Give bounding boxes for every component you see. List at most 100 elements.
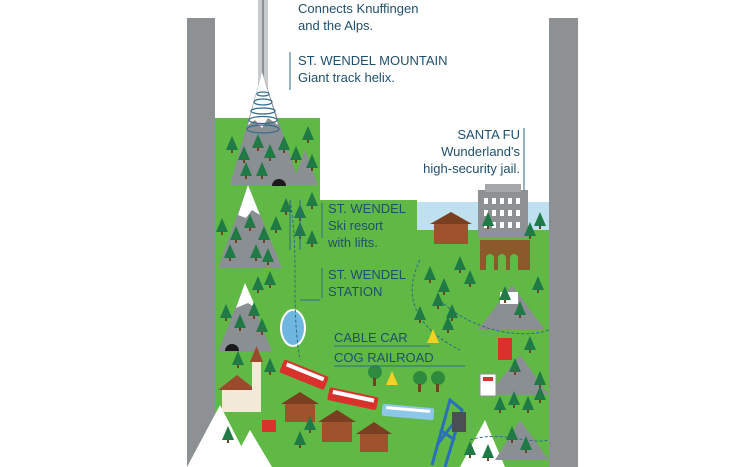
chalet — [318, 410, 356, 442]
pine-tree — [424, 266, 436, 280]
pine-trunk — [451, 318, 453, 321]
callout-cable-car: CABLE CAR — [334, 329, 408, 346]
pine-trunk — [529, 236, 531, 239]
pine-tree — [522, 396, 534, 410]
helix-icon — [246, 91, 280, 134]
pine-trunk — [275, 230, 277, 233]
ski-lift — [289, 200, 301, 250]
pine-tree — [306, 154, 318, 168]
pine-tree — [238, 146, 250, 160]
callout-ski-line2: with lifts. — [328, 235, 378, 250]
pine-trunk — [307, 140, 309, 143]
pine-trunk — [513, 405, 515, 408]
pine-tree — [290, 146, 302, 160]
pine-trunk — [443, 292, 445, 295]
pine-tree — [294, 431, 306, 445]
pine-tree — [454, 256, 466, 270]
pine-tree — [230, 226, 242, 240]
pine-tree — [482, 212, 494, 226]
callout-cog-railroad-label: COG RAILROAD — [334, 350, 434, 365]
pine-tree — [464, 441, 476, 455]
pine-trunk — [237, 365, 239, 368]
pine-trunk — [257, 148, 259, 151]
pine-trunk — [487, 226, 489, 229]
pine-trunk — [437, 306, 439, 309]
callout-santa-fu-title: SANTA FU — [457, 127, 520, 142]
pine-trunk — [309, 430, 311, 433]
jail-building — [478, 184, 528, 238]
pine-tree — [509, 358, 521, 372]
pine-tree — [302, 126, 314, 140]
pine-trunk — [519, 315, 521, 318]
chalet — [430, 212, 472, 244]
pine-tree — [494, 396, 506, 410]
pine-tree — [520, 436, 532, 450]
pine-tree — [306, 230, 318, 244]
callout-cog-railroad: COG RAILROAD — [334, 349, 434, 366]
pine-tree — [482, 444, 494, 458]
pine-trunk — [514, 372, 516, 375]
pine-tree — [256, 318, 268, 332]
pine-tree — [524, 222, 536, 236]
tracks — [289, 199, 550, 442]
callout-ski-resort: ST. WENDEL Ski resort with lifts. — [328, 200, 406, 251]
pine-trunk — [263, 240, 265, 243]
pine-trunk — [261, 176, 263, 179]
callout-santa-fu: SANTA FU Wunderland's high-security jail… — [423, 126, 520, 177]
pine-tree — [414, 306, 426, 320]
pine-trunk — [311, 206, 313, 209]
pine-tree — [216, 218, 228, 232]
chalet — [356, 422, 392, 452]
pine-tree — [446, 304, 458, 318]
pine-trunk — [295, 160, 297, 163]
pine-trunk — [527, 410, 529, 413]
bridge-end — [452, 412, 466, 432]
pine-tree — [432, 292, 444, 306]
pine-trunk — [525, 450, 527, 453]
pine-trunk — [225, 318, 227, 321]
pine-tree — [256, 162, 268, 176]
pine-tree — [234, 314, 246, 328]
pine-tree — [226, 136, 238, 150]
autumn-tree — [386, 329, 439, 385]
callout-knuffingen-line2: and the Alps. — [298, 18, 374, 33]
pine-tree — [306, 192, 318, 206]
pine-trunk — [269, 285, 271, 288]
lake — [280, 309, 306, 347]
pine-tree — [508, 391, 520, 405]
pine-trunk — [511, 440, 513, 443]
pine-trunk — [459, 270, 461, 273]
callout-leaders — [289, 52, 525, 367]
pine-trunk — [239, 328, 241, 331]
pine-tree — [264, 144, 276, 158]
pine-trunk — [419, 320, 421, 323]
pine-trunk — [253, 316, 255, 319]
pine-tree — [262, 248, 274, 262]
callout-knuffingen-line1: Connects Knuffingen — [298, 1, 419, 16]
callout-ski-title: ST. WENDEL — [328, 201, 407, 216]
pine-tree — [534, 371, 546, 385]
pine-trunk — [221, 232, 223, 235]
center-shadow — [320, 118, 417, 200]
pine-tree — [258, 226, 270, 240]
chalet — [281, 392, 319, 422]
pine-tree — [232, 351, 244, 365]
pine-tree — [264, 271, 276, 285]
pine-tree — [506, 426, 518, 440]
pine-trunk — [257, 290, 259, 293]
callout-santa-fu-line2: high-security jail. — [423, 161, 520, 176]
pine-tree — [270, 216, 282, 230]
pine-tree — [248, 302, 260, 316]
pine-trunk — [469, 455, 471, 458]
cog-train — [279, 359, 435, 421]
pine-trunk — [245, 176, 247, 179]
pine-tree — [464, 270, 476, 284]
pine-trunk — [499, 410, 501, 413]
mountain-bottom-left — [187, 405, 505, 467]
pine-trunk — [269, 158, 271, 161]
cable-car-cabin — [479, 338, 512, 397]
pine-trunk — [469, 284, 471, 287]
pine-tree — [250, 244, 262, 258]
callout-station: ST. WENDEL STATION — [328, 266, 406, 300]
